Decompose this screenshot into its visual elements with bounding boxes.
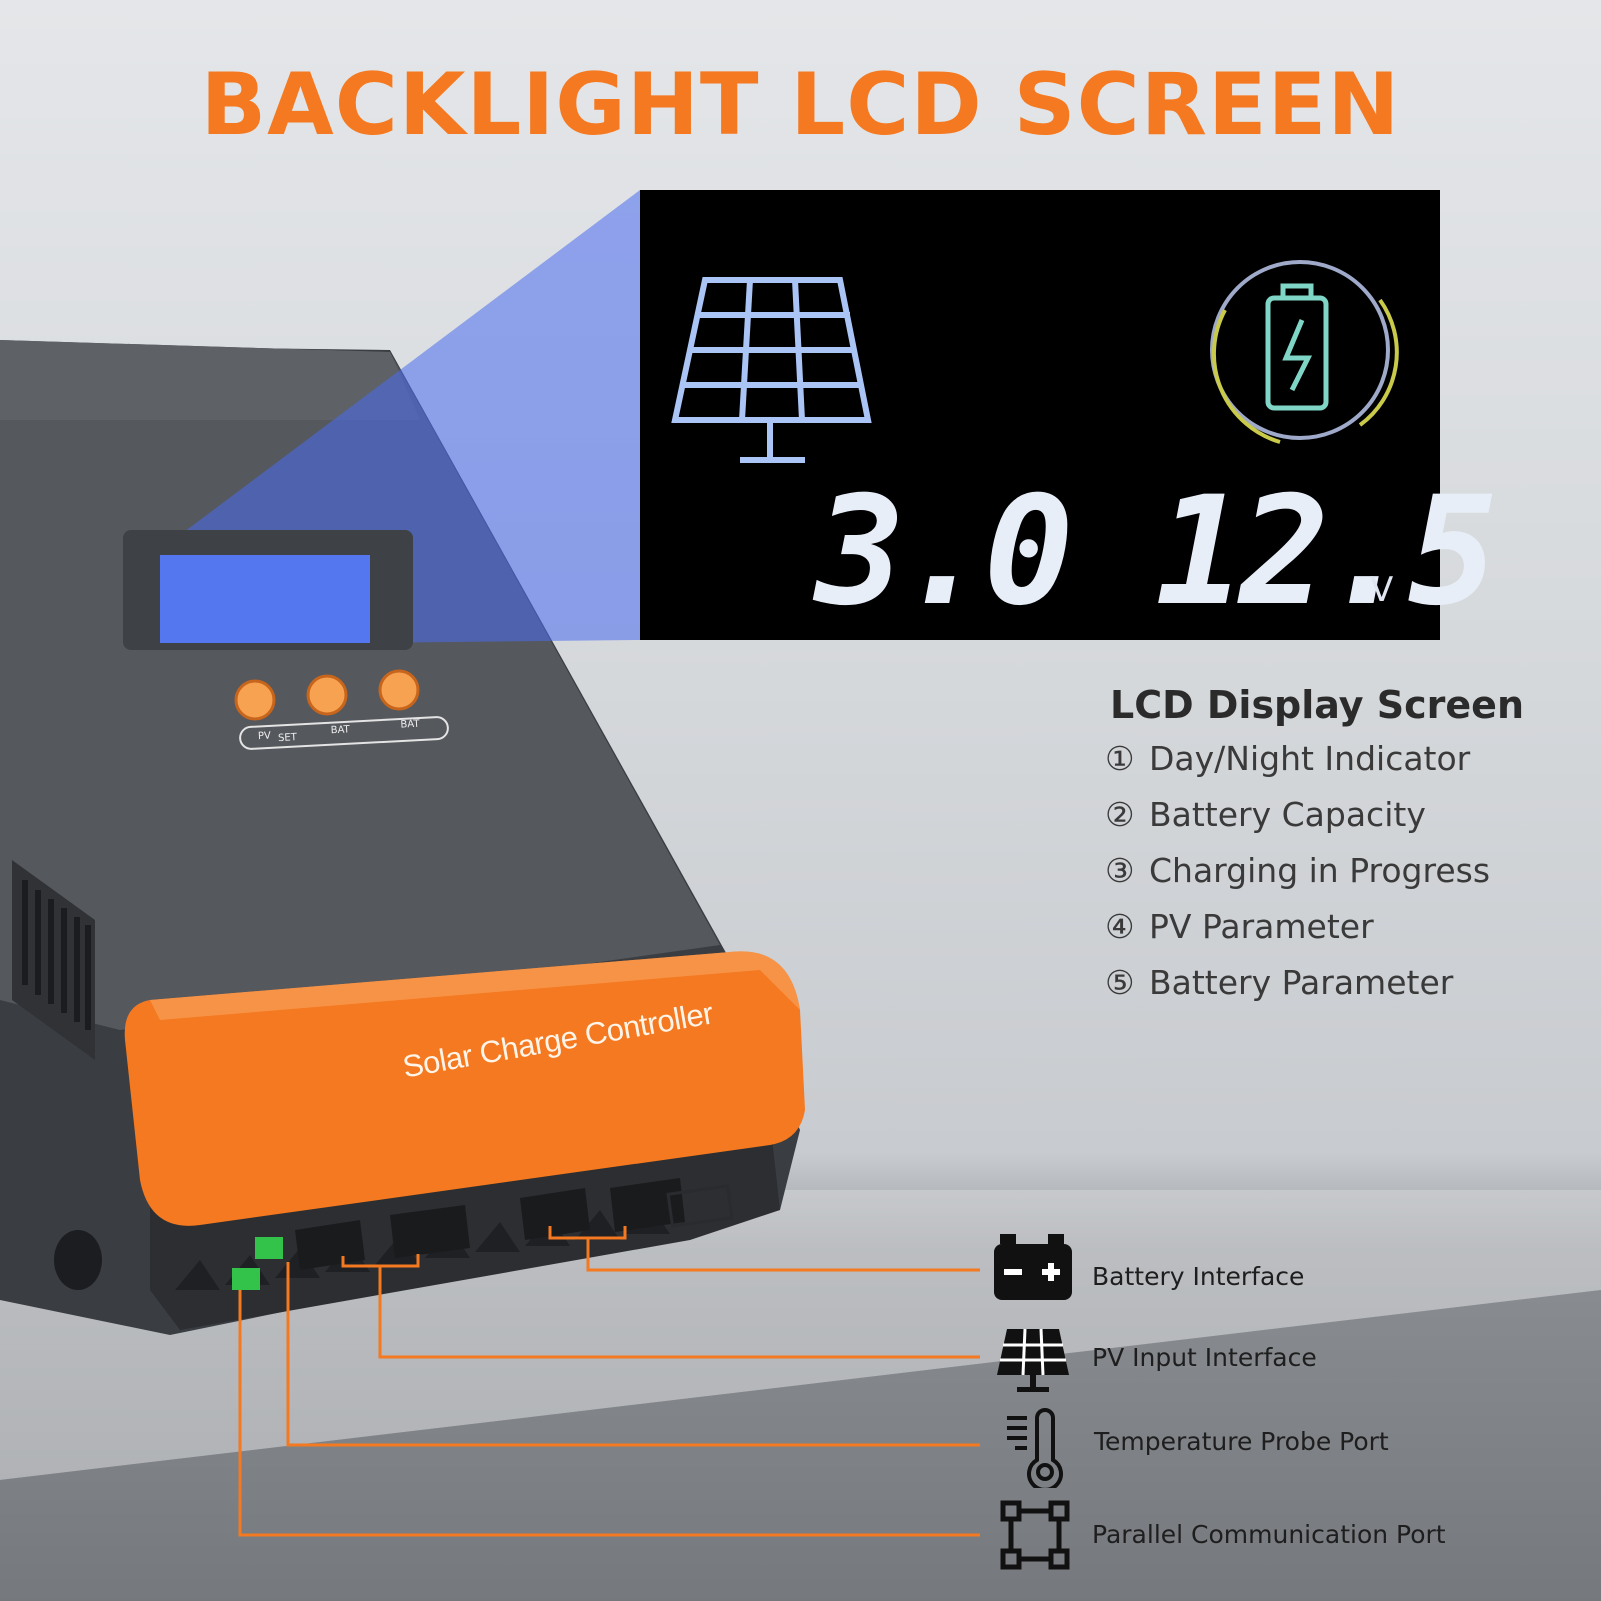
feature-title: LCD Display Screen — [1110, 683, 1524, 727]
battery-charging-icon — [1210, 260, 1399, 444]
temperature-probe-port-label: Temperature Probe Port — [1094, 1427, 1389, 1456]
battery-interface-label: Battery Interface — [1092, 1262, 1305, 1291]
battery-unit: V — [1370, 570, 1394, 610]
lcd-zoom-panel: 3.0 12.5 V — [640, 190, 1498, 640]
device-lcd — [160, 555, 370, 643]
solar-panel-icon — [671, 277, 872, 463]
pv-input-interface-label: PV Input Interface — [1092, 1343, 1317, 1372]
solar-panel-icon — [997, 1328, 1069, 1392]
orange-cover — [124, 951, 806, 1226]
parallel-link-icon — [1000, 1500, 1070, 1570]
control-buttons — [234, 669, 449, 750]
battery-value: 12.5 — [1155, 465, 1498, 639]
side-vent — [12, 860, 95, 1060]
thermometer-icon — [1007, 1408, 1063, 1488]
temperature-port — [255, 1237, 283, 1259]
battery-icon — [994, 1234, 1072, 1300]
bat-up-button-label: BAT — [330, 724, 351, 737]
pv-value: 3.0 — [815, 465, 1074, 639]
mount-hole — [54, 1230, 102, 1290]
parallel-communication-port-label: Parallel Communication Port — [1092, 1520, 1446, 1549]
bat-down-button-label: BAT — [400, 718, 420, 731]
controller-body — [0, 340, 720, 1030]
headline: BACKLIGHT LCD SCREEN — [200, 55, 1401, 155]
set-button-label: SET — [277, 732, 298, 745]
pv-button-label: PV — [257, 730, 272, 743]
parallel-port — [232, 1268, 260, 1290]
